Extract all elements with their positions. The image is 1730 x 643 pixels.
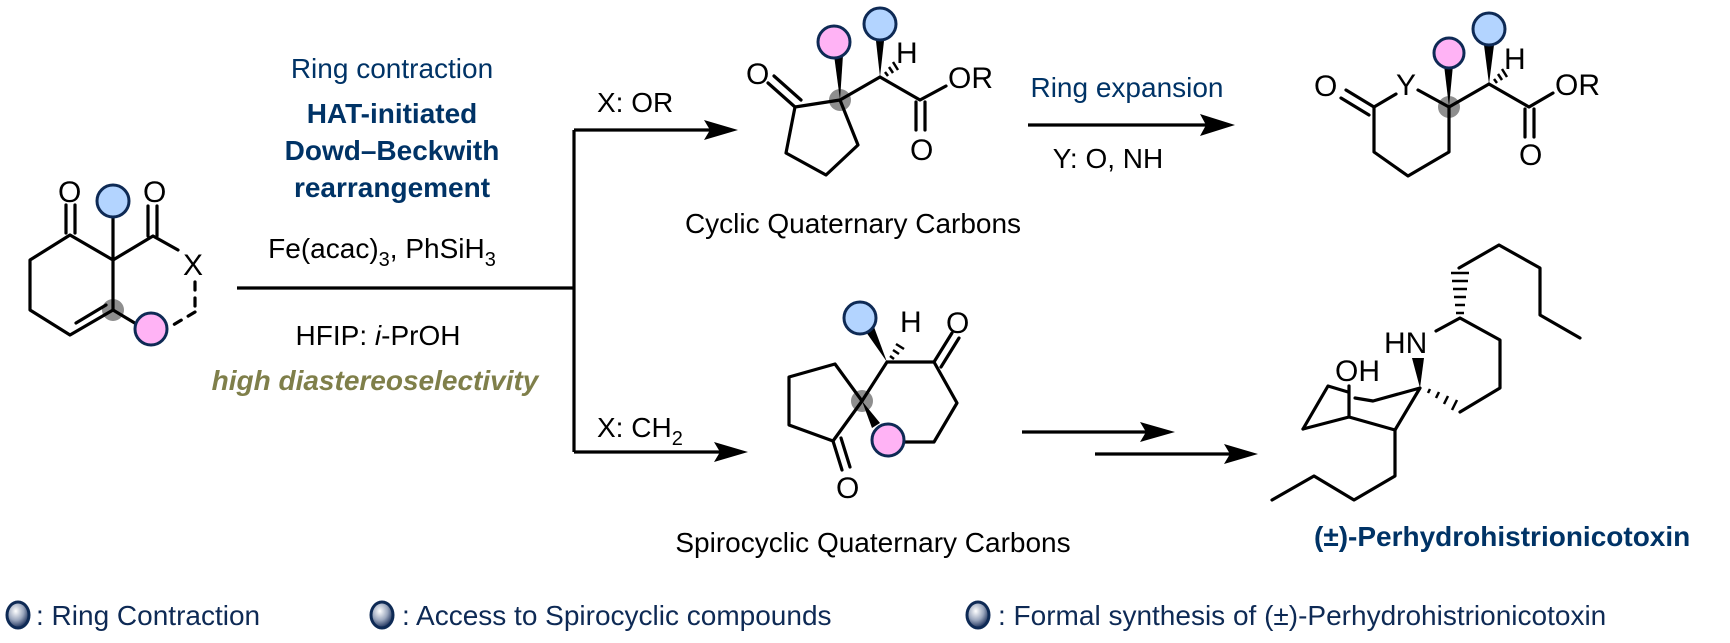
solvent: HFIP: i-PrOH: [296, 320, 461, 351]
legend: : Ring Contraction : Access to Spirocycl…: [5, 600, 1606, 631]
reaction-conditions: Ring contraction HAT-initiated Dowd–Beck…: [212, 53, 540, 396]
spirocyclic-product: O O H Spirocyclic Quaternary Carbons: [675, 300, 1071, 558]
branch-arrow: X: OR X: CH2: [237, 87, 748, 462]
pink-substituent: [816, 24, 852, 60]
blue-substituent: [842, 300, 878, 336]
legend-text: : Formal synthesis of (±)-Perhydrohistri…: [998, 600, 1606, 631]
atom-hn: HN: [1384, 327, 1427, 360]
ring-expanded-product: Y O H O OR: [1314, 11, 1600, 178]
atom-y: Y: [1396, 69, 1416, 102]
atom-or: OR: [1555, 69, 1600, 102]
reagents: Fe(acac)3, PhSiH3: [268, 233, 496, 271]
selectivity-note: high diastereoselectivity: [212, 365, 540, 396]
legend-item: : Access to Spirocyclic compounds: [369, 600, 832, 631]
atom-h: H: [900, 306, 922, 339]
atom-o: O: [1519, 139, 1542, 172]
atom-x: X: [183, 249, 203, 282]
atom-or: OR: [948, 62, 993, 95]
multistep-arrow: [1022, 422, 1258, 464]
ring-expansion-title: Ring expansion: [1030, 72, 1223, 103]
blue-substituent: [1471, 11, 1507, 47]
atom-o: O: [746, 58, 769, 91]
legend-text: : Access to Spirocyclic compounds: [402, 600, 832, 631]
method-line-2: Dowd–Beckwith: [285, 135, 500, 166]
cyclic-caption: Cyclic Quaternary Carbons: [685, 208, 1021, 239]
atom-o: O: [946, 307, 969, 340]
atom-h: H: [1504, 43, 1526, 76]
cyclic-product: O H O OR Cyclic Quaternary Carbons: [685, 6, 1021, 239]
pink-substituent: [133, 311, 169, 347]
sphere-icon: [5, 600, 31, 630]
sphere-icon: [369, 600, 395, 630]
atom-o: O: [1314, 70, 1337, 103]
blue-substituent: [862, 6, 898, 42]
method-line-3: rearrangement: [294, 172, 490, 203]
atom-o: O: [58, 176, 81, 209]
legend-item: : Formal synthesis of (±)-Perhydrohistri…: [965, 600, 1606, 631]
method-line-1: HAT-initiated: [307, 98, 478, 129]
sphere-icon: [965, 600, 991, 630]
atom-o: O: [143, 176, 166, 209]
lower-branch-label: X: CH2: [597, 412, 683, 450]
target-caption: (±)-Perhydrohistrionicotoxin: [1314, 521, 1690, 552]
legend-text: : Ring Contraction: [36, 600, 260, 631]
target-molecule: OH HN (±)-Perhydrohistrionicotoxin: [1270, 243, 1690, 552]
blue-substituent: [95, 183, 131, 219]
ring-expansion-condition: Y: O, NH: [1053, 143, 1163, 174]
legend-item: : Ring Contraction: [5, 600, 260, 631]
atom-o: O: [910, 134, 933, 167]
atom-oh: OH: [1335, 355, 1380, 388]
upper-branch-label: X: OR: [597, 87, 673, 118]
pink-substituent: [870, 422, 906, 458]
spirocyclic-caption: Spirocyclic Quaternary Carbons: [675, 527, 1070, 558]
ring-expansion-arrow: Ring expansion Y: O, NH: [1028, 72, 1235, 174]
atom-o: O: [836, 472, 859, 505]
pink-substituent: [1432, 36, 1466, 70]
atom-h: H: [896, 37, 918, 70]
ring-contraction-title: Ring contraction: [291, 53, 493, 84]
starting-material: O O X: [28, 176, 203, 347]
